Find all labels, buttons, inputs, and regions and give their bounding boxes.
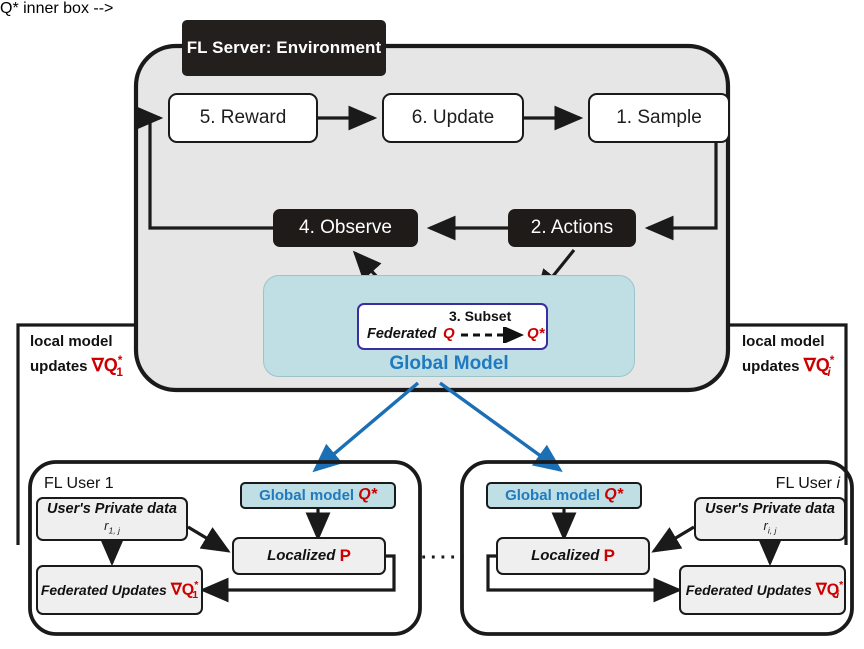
arrow-observe-to-reward (134, 105, 273, 230)
channel-left-symbol: ∇Q*1 (91, 353, 123, 379)
step-box-observe[interactable]: 4. Observe (273, 209, 418, 247)
ui-updates-symbol: ∇Q*i (816, 578, 844, 602)
arrow-ui-localized-to-updates (486, 554, 683, 603)
arrow-global-to-useri (439, 381, 563, 472)
channel-label-right: local model updates ∇Q*i (742, 332, 864, 380)
channel-right-line1: local model (742, 333, 825, 350)
channel-right-line2: updates (742, 358, 800, 376)
fl-user-i-title-index: i (836, 474, 840, 492)
channel-label-left: local model updates ∇Q*1 (30, 332, 180, 380)
u1-private-data-label: User's Private data (47, 501, 177, 518)
fl-user-1-title: FL User 1 (44, 474, 184, 494)
step-box-actions[interactable]: 2. Actions (508, 209, 636, 247)
ui-updates-label: Federated Updates (685, 581, 812, 598)
dashed-subset-arrow (461, 327, 524, 343)
arrow-global-to-user1 (312, 381, 420, 473)
channel-left-line1: local model (30, 333, 113, 350)
u1-updates-symbol: ∇Q*1 (171, 578, 199, 602)
ui-private-data-rate: ri, j (763, 518, 777, 536)
ui-global-model-box[interactable]: Global model Q* (486, 482, 642, 509)
u1-federated-updates-box[interactable]: Federated Updates ∇Q*1 (36, 565, 203, 615)
fl-user-1-title-prefix: FL User (44, 474, 101, 492)
ui-private-data-label: User's Private data (705, 501, 835, 518)
fl-user-1-title-index: 1 (104, 474, 114, 492)
federated-label: Federated (367, 326, 437, 342)
fl-user-i-title: FL User i (700, 474, 840, 494)
u1-localized-label: Localized (267, 547, 336, 565)
federated-subset-box: 3. Subset Federated Q Q* (357, 303, 548, 350)
arrow-u1-data-to-localized (187, 525, 231, 553)
ui-global-model-label: Global model (505, 486, 601, 504)
fl-server-title-chip: FL Server: Environment (182, 20, 386, 76)
ui-localized-box[interactable]: Localized P (496, 537, 650, 575)
fl-user-i-title-prefix: FL User (775, 474, 832, 492)
fl-user-i-container (460, 460, 854, 636)
u1-updates-label: Federated Updates (40, 581, 167, 598)
u1-global-model-symbol: Q* (358, 486, 377, 504)
arrow-u1-localized-to-updates (199, 554, 396, 603)
channel-left-line2: updates (30, 358, 88, 376)
ui-federated-updates-box[interactable]: Federated Updates ∇Q*i (679, 565, 846, 615)
ui-private-data-box[interactable]: User's Private data ri, j (694, 497, 846, 541)
q-star-symbol: Q* (527, 325, 545, 342)
u1-private-data-box[interactable]: User's Private data r1, j (36, 497, 188, 541)
channel-right-symbol: ∇Q*i (803, 353, 835, 379)
u1-global-model-box[interactable]: Global model Q* (240, 482, 396, 509)
u1-private-data-rate: r1, j (104, 518, 120, 536)
ui-localized-symbol: P (603, 546, 615, 566)
u1-localized-symbol: P (339, 546, 351, 566)
fl-user-1-container (28, 460, 422, 636)
subset-arrow-label: 3. Subset (449, 308, 512, 324)
step-box-reward[interactable]: 5. Reward (168, 93, 318, 143)
ui-global-model-symbol: Q* (604, 486, 623, 504)
global-model-caption: Global Model (389, 353, 509, 375)
step-box-sample[interactable]: 1. Sample (588, 93, 730, 143)
arrow-ui-data-to-localized (651, 525, 695, 553)
u1-localized-box[interactable]: Localized P (232, 537, 386, 575)
ui-localized-label: Localized (531, 547, 600, 565)
federated-q-symbol: Q (443, 325, 455, 342)
u1-global-model-label: Global model (259, 486, 355, 504)
step-box-update[interactable]: 6. Update (382, 93, 524, 143)
users-ellipsis: ····· (420, 546, 470, 569)
